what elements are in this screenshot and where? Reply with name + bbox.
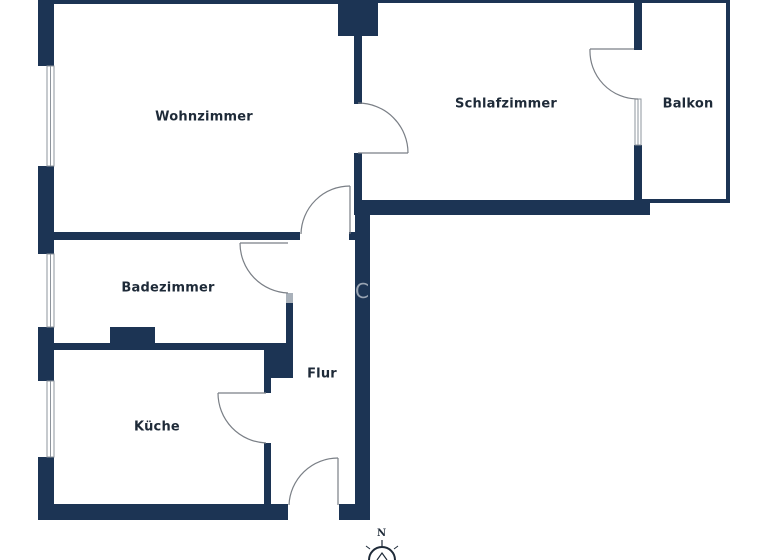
wall-kueche-flur <box>264 343 271 393</box>
compass-north-label: N <box>377 528 387 539</box>
top-wall-schlafzimmer <box>378 0 638 3</box>
room-label-wohnzimmer: Wohnzimmer <box>155 109 253 125</box>
top-wall-balkon <box>638 0 730 3</box>
door-wohnzimmer-schlafzimmer <box>357 102 409 154</box>
watermark-fragment: C <box>355 279 369 303</box>
wall-wohn-bad <box>38 232 300 240</box>
room-label-badezimmer: Badezimmer <box>121 280 215 296</box>
window-badezimmer <box>46 253 55 328</box>
balkon-bottom-wall <box>640 199 730 203</box>
door-entrance <box>288 457 339 506</box>
room-label-flur: Flur <box>307 366 337 382</box>
room-label-kueche: Küche <box>134 419 180 435</box>
column <box>338 0 378 36</box>
wall-flur-stub <box>349 232 357 240</box>
wall-fragment <box>286 293 293 303</box>
wall-schlaf-balkon <box>634 0 642 50</box>
window-balkon-door <box>634 98 642 146</box>
bottom-wall-kueche <box>38 504 288 520</box>
shaft <box>110 327 155 343</box>
wall-bad-kueche <box>38 343 268 350</box>
wall-schlaf-balkon <box>634 145 642 203</box>
room-label-balkon: Balkon <box>662 96 714 112</box>
door-flur-badezimmer <box>239 242 289 294</box>
door-schlafzimmer-balkon <box>589 48 639 100</box>
left-wall-segment <box>38 327 54 381</box>
left-wall-segment <box>38 166 54 254</box>
compass-rose-icon <box>365 540 399 560</box>
door-flur-wohnzimmer <box>300 185 351 235</box>
wall-schlaf-bottom <box>354 200 650 215</box>
window-wohnzimmer <box>46 65 55 167</box>
balkon-right-wall <box>726 0 730 203</box>
room-label-schlafzimmer: Schlafzimmer <box>455 96 557 112</box>
left-wall-segment <box>38 0 54 66</box>
wall-wohn-schlaf <box>354 153 362 213</box>
window-kueche <box>46 380 55 458</box>
top-wall-wohnzimmer <box>38 0 340 4</box>
wall-wohn-schlaf <box>354 36 362 104</box>
wall-bad-flur <box>286 303 293 378</box>
wall-flur-right <box>355 200 370 520</box>
wall-kueche-flur <box>264 443 271 520</box>
door-flur-kueche <box>217 392 267 444</box>
